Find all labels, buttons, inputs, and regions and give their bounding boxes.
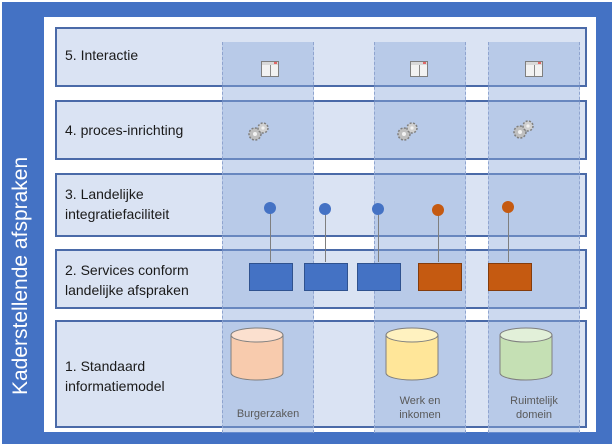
service-connector [508,208,509,262]
frame-border-bottom [2,432,612,444]
service-connector [438,211,439,262]
column-caption-line-2: domein [515,409,553,421]
window-icon [261,61,279,77]
service-connector [378,210,379,262]
database-icon [230,327,284,381]
integration-node [264,202,276,214]
integration-node [432,204,444,216]
layer-label-line-1: 1. Standaard [65,358,146,374]
column-caption-line-1: Ruimtelijk [510,395,558,407]
layer-label-line-1: 2. Services conform [65,262,189,278]
column-caption-line-1: Werk en [399,395,441,407]
frame-border-top [2,2,612,17]
column-caption-line-2: inkomen [399,409,441,421]
integration-node [319,203,331,215]
service-block [249,263,293,291]
window-icon [410,61,428,77]
layer-label-line-1: 3. Landelijke [65,186,144,202]
layer-label: 1. Standaard informatiemodel [65,356,165,396]
sidebar [2,2,44,444]
database-icon [385,327,439,381]
column-caption: Burgerzaken [236,408,300,420]
sidebar-title: Kaderstellende afspraken [9,156,32,395]
layer-label-line-2: integratiefaciliteit [65,206,170,222]
layer-informatiemodel: 1. Standaard informatiemodel [55,320,587,428]
frame-border-right [596,2,612,444]
layer-label-line-2: informatiemodel [65,378,165,394]
gears-icon [248,122,269,141]
database-icon [499,327,553,381]
layer-proces-inrichting: 4. proces-inrichting [55,100,587,160]
column-caption: Werk en inkomen [374,394,466,422]
layer-label: 5. Interactie [65,47,139,63]
integration-node [502,201,514,213]
service-connector [325,210,326,262]
integration-node [372,203,384,215]
gears-icon [513,120,534,139]
layer-interactie: 5. Interactie [55,27,587,87]
column-caption: Ruimtelijk domein [488,394,580,422]
service-connector [270,210,271,262]
service-block [488,263,532,291]
layer-label: 4. proces-inrichting [65,122,184,138]
service-block [418,263,462,291]
layer-label: 2. Services conform landelijke afspraken [65,260,189,300]
window-icon [525,61,543,77]
gears-icon [397,122,418,141]
layer-label: 3. Landelijke integratiefaciliteit [65,184,169,224]
service-block [304,263,348,291]
layer-label-line-2: landelijke afspraken [65,282,189,298]
service-block [357,263,401,291]
